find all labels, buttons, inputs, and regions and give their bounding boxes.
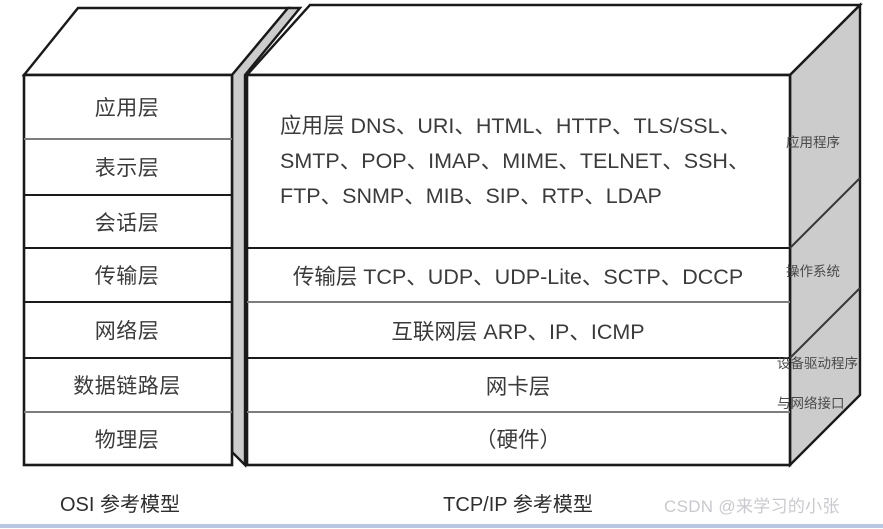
tcpip-side-face [788, 2, 862, 468]
csdn-watermark: CSDN @来学习的小张 [664, 497, 840, 516]
osi-front-face [22, 73, 234, 467]
side-divider-app-os [789, 177, 861, 249]
tcpip-top-face [244, 3, 863, 77]
tcpip-front-face [245, 73, 792, 467]
bottom-rule [0, 524, 883, 528]
side-divider-os-driver [789, 287, 861, 359]
